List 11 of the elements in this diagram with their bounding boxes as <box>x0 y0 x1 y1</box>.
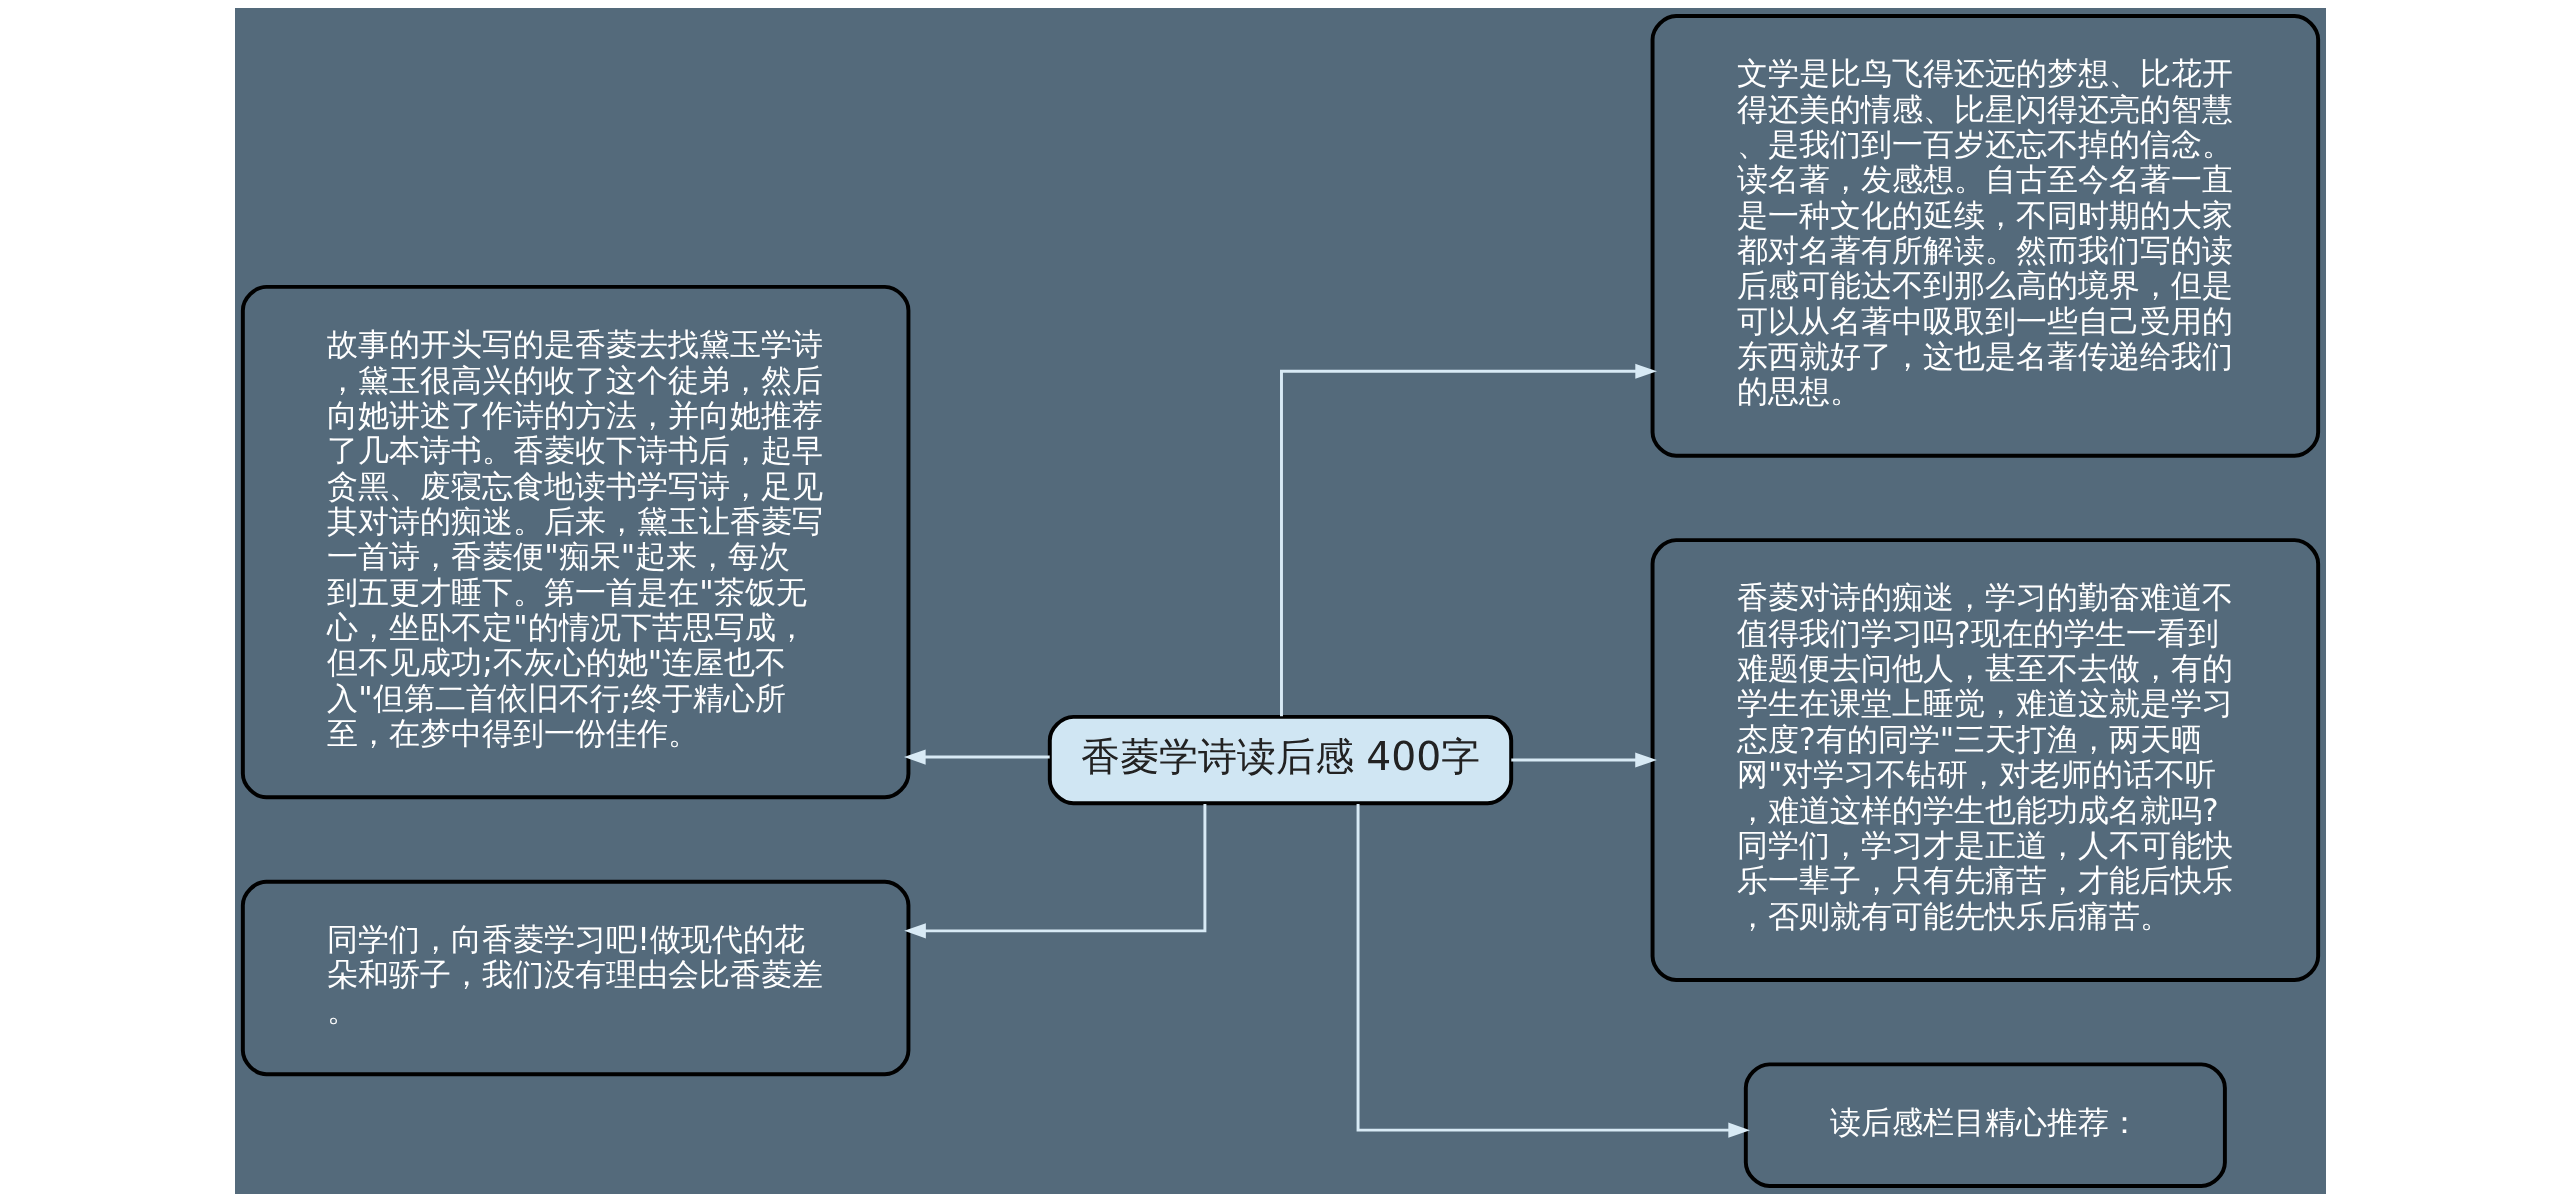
arrow <box>903 749 1050 765</box>
node-box: 故事的开头写的是香菱去找黛玉学诗，黛玉很高兴的收了这个徒弟，然后向她讲述了作诗的方法，并向她推荐了几本诗书。香菱收下诗书后，起早贪黑、废寝忘食地读书学写诗，足见其对诗的痴迷。后来，黛玉让香菱写一首诗，香菱便"痴呆"起来，每次到五更才睡下。第一首是在"茶饭无心，坐卧不定"的情况下苦思写成，但不见成功;不灰心的她"连屋也不入"但第二首依旧不行;终于精心所至，在梦中得到一份佳作。 <box>240 284 910 800</box>
node-box: 读后感栏目精心推荐： <box>1743 1062 2227 1189</box>
node-box: 同学们，向香菱学习吧!做现代的花朵和骄子，我们没有理由会比香菱差。 <box>240 879 910 1077</box>
node-box: 香菱学诗读后感 400字 <box>1047 714 1513 806</box>
arrow <box>1279 363 1657 717</box>
arrow <box>903 804 1206 939</box>
node-box: 文学是比鸟飞得还远的梦想、比花开得还美的情感、比星闪得还亮的智慧、是我们到一百岁还忘不掉的信念。读名著，发感想。自古至今名著一直是一种文化的延续，不同时期的大家都对名著有所解读。然而我们写的读后感可能达不到那么高的境界，但是可以从名著中吸取到一些自己受用的东西就好了，这也是名著传递给我们的思想。 <box>1650 13 2320 458</box>
arrow <box>1510 752 1657 768</box>
node-box: 香菱对诗的痴迷，学习的勤奋难道不值得我们学习吗?现在的学生一看到难题便去问他人，甚至不去做，有的学生在课堂上睡觉，难道这就是学习态度?有的同学"三天打渔，两天晒网"对学习不钻研，对老师的话不听，难道这样的学生也能功成名就吗?同学们，学习才是正道，人不可能快乐一辈子，只有先痛苦，才能后快乐，否则就有可能先快乐后痛苦。 <box>1650 538 2320 982</box>
arrow <box>1356 803 1750 1138</box>
